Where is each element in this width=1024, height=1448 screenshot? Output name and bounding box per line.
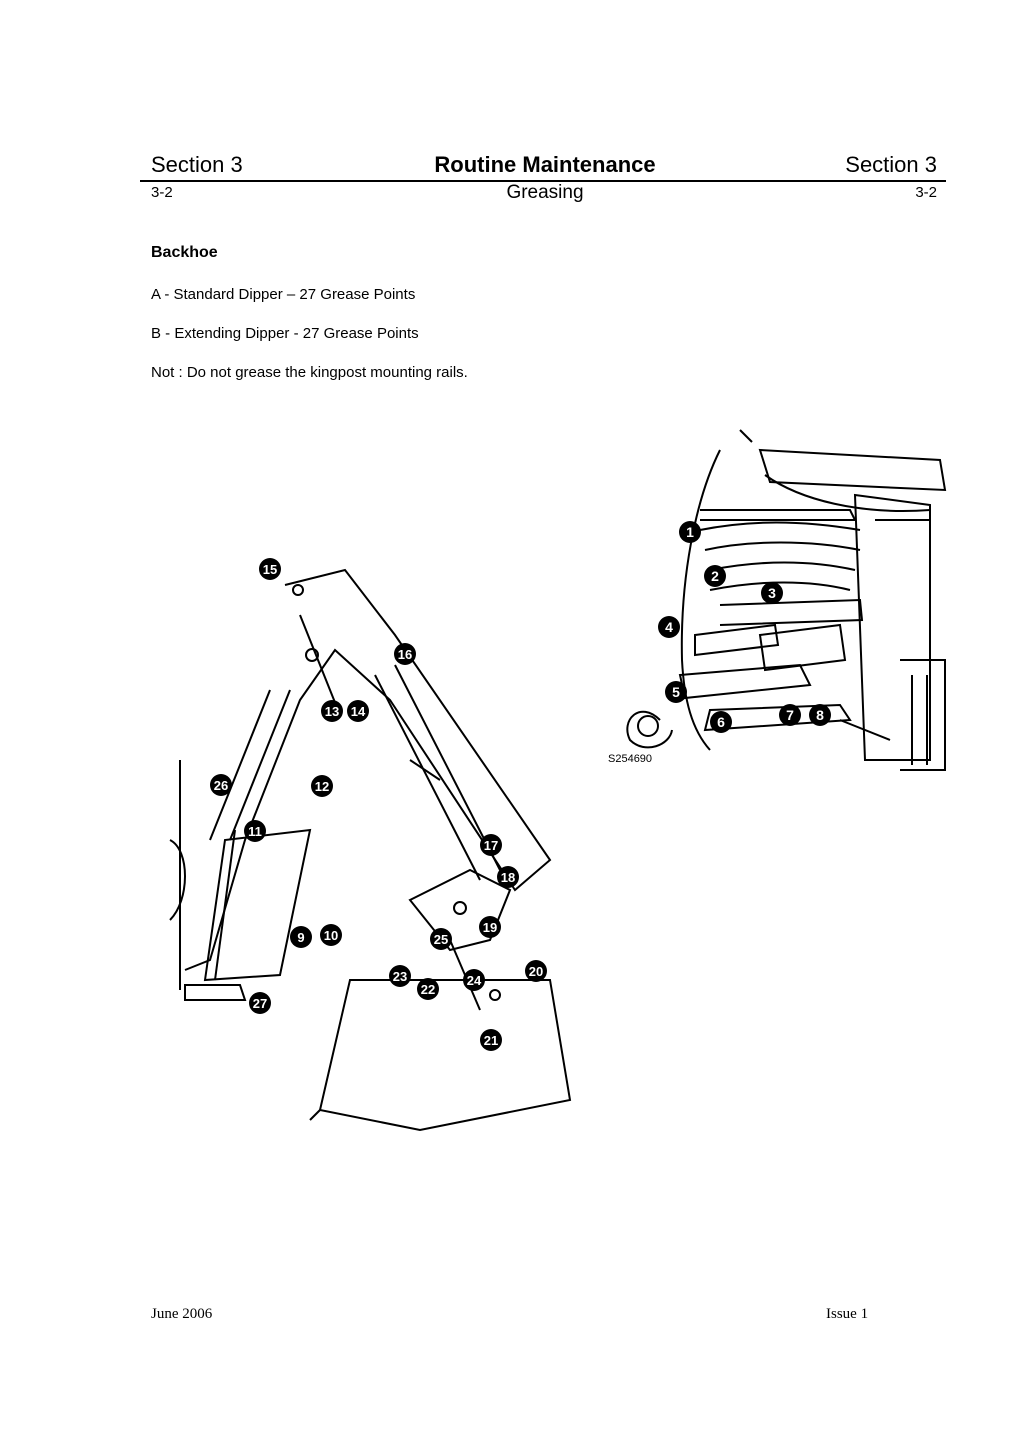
callout-20: [525, 960, 547, 982]
callout-15-label: 15: [263, 562, 277, 577]
callout-16-label: 16: [398, 647, 412, 662]
callout-23: [389, 965, 411, 987]
callout-18-label: 18: [501, 870, 515, 885]
callout-17: [480, 834, 502, 856]
callout-21: [480, 1029, 502, 1051]
page-title: Routine Maintenance: [434, 152, 656, 177]
callout-24: [463, 969, 485, 991]
page-number-left: 3-2: [151, 184, 173, 201]
callout-4-label: 4: [665, 619, 673, 635]
callout-17-label: 17: [484, 838, 498, 853]
callout-1: [679, 521, 701, 543]
callout-11-label: 11: [248, 824, 262, 839]
callout-14-label: 14: [351, 704, 366, 719]
callout-3: [761, 582, 783, 604]
section-heading: Backhoe: [151, 244, 218, 261]
callout-13: [321, 700, 343, 722]
callout-8: [809, 704, 831, 726]
callout-10-label: 10: [324, 928, 338, 943]
kingpost-grease-diagram: 1 2 3 4 5 6 7 8 S254690: [608, 429, 947, 771]
section-label-left: Section 3: [151, 152, 243, 177]
callout-5: [665, 681, 687, 703]
callout-24-label: 24: [467, 973, 482, 988]
page-number-right: 3-2: [915, 184, 937, 201]
callout-21-label: 21: [484, 1033, 498, 1048]
callout-27-label: 27: [253, 996, 267, 1011]
figure-reference: S254690: [608, 753, 652, 765]
callout-12: [311, 775, 333, 797]
callout-19: [479, 916, 501, 938]
footer-issue: Issue 1: [826, 1306, 869, 1322]
callout-5-label: 5: [672, 684, 680, 700]
text-line-extending-dipper: B - Extending Dipper - 27 Grease Points: [151, 325, 419, 342]
callout-9-label: 9: [297, 930, 304, 945]
callout-18: [497, 866, 519, 888]
callout-8-label: 8: [816, 707, 824, 723]
callout-27: [249, 992, 271, 1014]
section-label-right: Section 3: [845, 152, 937, 177]
callout-6-label: 6: [717, 714, 725, 730]
callout-14: [347, 700, 369, 722]
callout-2-label: 2: [711, 568, 719, 584]
header-rule: [140, 180, 946, 182]
callout-11: [244, 820, 266, 842]
callout-23-label: 23: [393, 969, 407, 984]
callout-16: [394, 643, 416, 665]
text-line-note: Not : Do not grease the kingpost mountin…: [151, 364, 468, 381]
page-subtitle: Greasing: [506, 182, 584, 203]
callout-9: [290, 926, 312, 948]
callout-13-label: 13: [325, 704, 339, 719]
callout-6: [710, 711, 732, 733]
callout-25: [430, 928, 452, 950]
callout-7-label: 7: [786, 707, 794, 723]
callout-4: [658, 616, 680, 638]
callout-1-label: 1: [686, 524, 694, 540]
callout-22-label: 22: [421, 982, 435, 997]
callout-19-label: 19: [483, 920, 497, 935]
callout-12-label: 12: [315, 779, 329, 794]
callout-7: [779, 704, 801, 726]
footer-date: June 2006: [151, 1306, 213, 1322]
text-line-standard-dipper: A - Standard Dipper – 27 Grease Points: [151, 286, 416, 303]
callout-10: [320, 924, 342, 946]
callout-25-label: 25: [434, 932, 448, 947]
callout-22: [417, 978, 439, 1000]
callout-2: [704, 565, 726, 587]
backhoe-grease-diagram: 15 16 13 14 12 26 11 9 10 27 17 18 19 25…: [169, 558, 572, 1132]
callout-15: [259, 558, 281, 580]
callout-20-label: 20: [529, 964, 543, 979]
callout-26: [210, 774, 232, 796]
callout-26-label: 26: [214, 778, 228, 793]
callout-3-label: 3: [768, 585, 776, 601]
